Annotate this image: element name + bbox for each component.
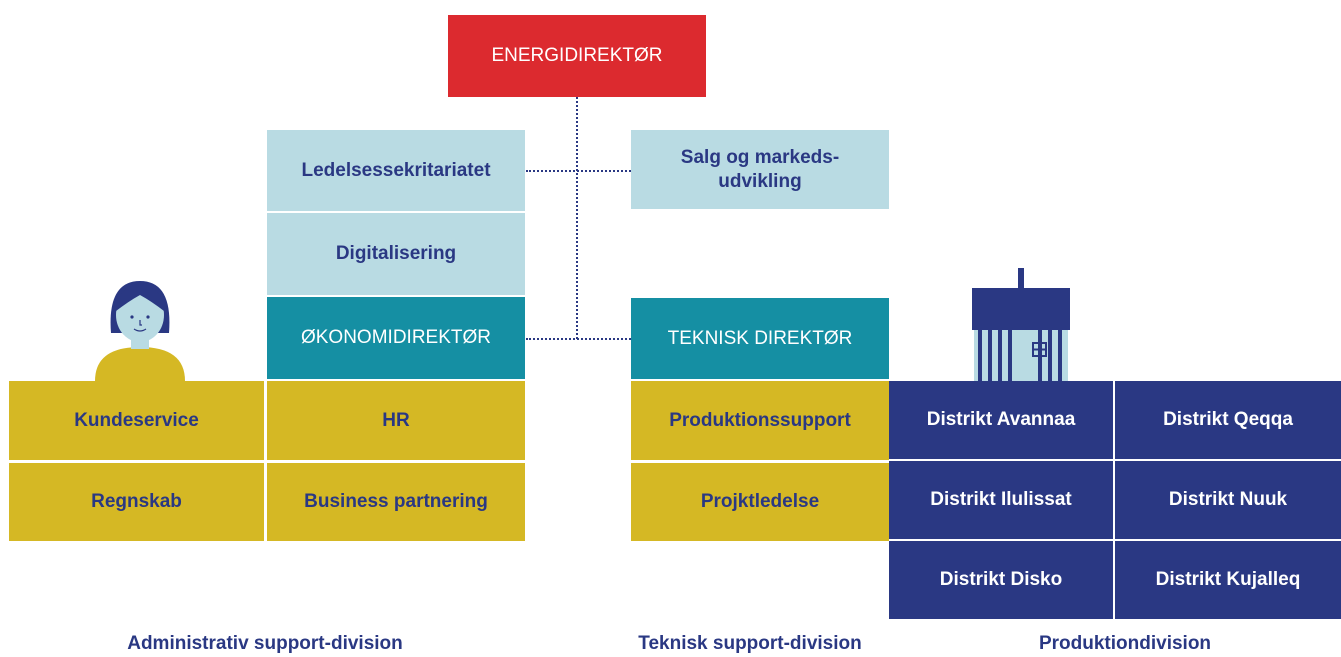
ledelsessekretariat-box: Ledelsessekritariatet bbox=[267, 130, 525, 211]
distrikt-nuuk-box: Distrikt Nuuk bbox=[1115, 461, 1341, 539]
okonomidirektor-label: ØKONOMIDIREKTØR bbox=[300, 327, 491, 349]
distrikt-disko-box: Distrikt Disko bbox=[889, 541, 1113, 619]
hr-label: HR bbox=[382, 409, 410, 431]
house-icon bbox=[972, 268, 1070, 381]
ledelsessekretariat-label: Ledelsessekritariatet bbox=[301, 159, 491, 181]
person-illustration bbox=[95, 281, 185, 381]
okonomidirektor-box: ØKONOMIDIREKTØR bbox=[267, 297, 525, 379]
distrikt-kujalleq-box: Distrikt Kujalleq bbox=[1115, 541, 1341, 619]
business-partnering-box: Business partnering bbox=[267, 463, 525, 541]
distrikt-kujalleq-label: Distrikt Kujalleq bbox=[1155, 569, 1301, 591]
produktionssupport-box: Produktionssupport bbox=[631, 381, 889, 460]
distrikt-avannaa-label: Distrikt Avannaa bbox=[926, 409, 1076, 431]
caption-production-division: Produktiondivision bbox=[1038, 633, 1212, 654]
kundeservice-box: Kundeservice bbox=[9, 381, 264, 460]
digitalisering-box: Digitalisering bbox=[267, 213, 525, 295]
projektledelse-box: Projktledelse bbox=[631, 463, 889, 541]
distrikt-nuuk-label: Distrikt Nuuk bbox=[1168, 489, 1288, 511]
distrikt-ilulissat-label: Distrikt Ilulissat bbox=[930, 489, 1072, 511]
tekniskdirektor-box: TEKNISK DIREKTØR bbox=[631, 298, 889, 379]
hr-box: HR bbox=[267, 381, 525, 460]
connector-okonomi bbox=[526, 338, 631, 340]
connector-ledelse bbox=[526, 170, 631, 172]
salg-label: Salg og markeds- udvikling bbox=[680, 146, 840, 192]
distrikt-ilulissat-box: Distrikt Ilulissat bbox=[889, 461, 1113, 539]
energidirektor-label: ENERGIDIREKTØR bbox=[491, 45, 663, 67]
caption-technical-division: Teknisk support-division bbox=[638, 633, 862, 654]
regnskab-label: Regnskab bbox=[91, 491, 182, 513]
tekniskdirektor-label: TEKNISK DIREKTØR bbox=[667, 327, 853, 349]
produktionssupport-label: Produktionssupport bbox=[669, 409, 851, 431]
distrikt-disko-label: Distrikt Disko bbox=[939, 569, 1063, 591]
salg-box: Salg og markeds- udvikling bbox=[631, 130, 889, 209]
business-partnering-label: Business partnering bbox=[304, 491, 488, 513]
distrikt-avannaa-box: Distrikt Avannaa bbox=[889, 381, 1113, 459]
projektledelse-label: Projktledelse bbox=[700, 491, 820, 513]
distrikt-qeqqa-box: Distrikt Qeqqa bbox=[1115, 381, 1341, 459]
connector-vertical bbox=[576, 97, 578, 339]
kundeservice-label: Kundeservice bbox=[74, 409, 199, 431]
regnskab-box: Regnskab bbox=[9, 463, 264, 541]
digitalisering-label: Digitalisering bbox=[335, 243, 457, 265]
distrikt-qeqqa-label: Distrikt Qeqqa bbox=[1163, 409, 1293, 431]
caption-admin-division: Administrativ support-division bbox=[127, 633, 403, 654]
energidirektor-box: ENERGIDIREKTØR bbox=[448, 15, 706, 97]
